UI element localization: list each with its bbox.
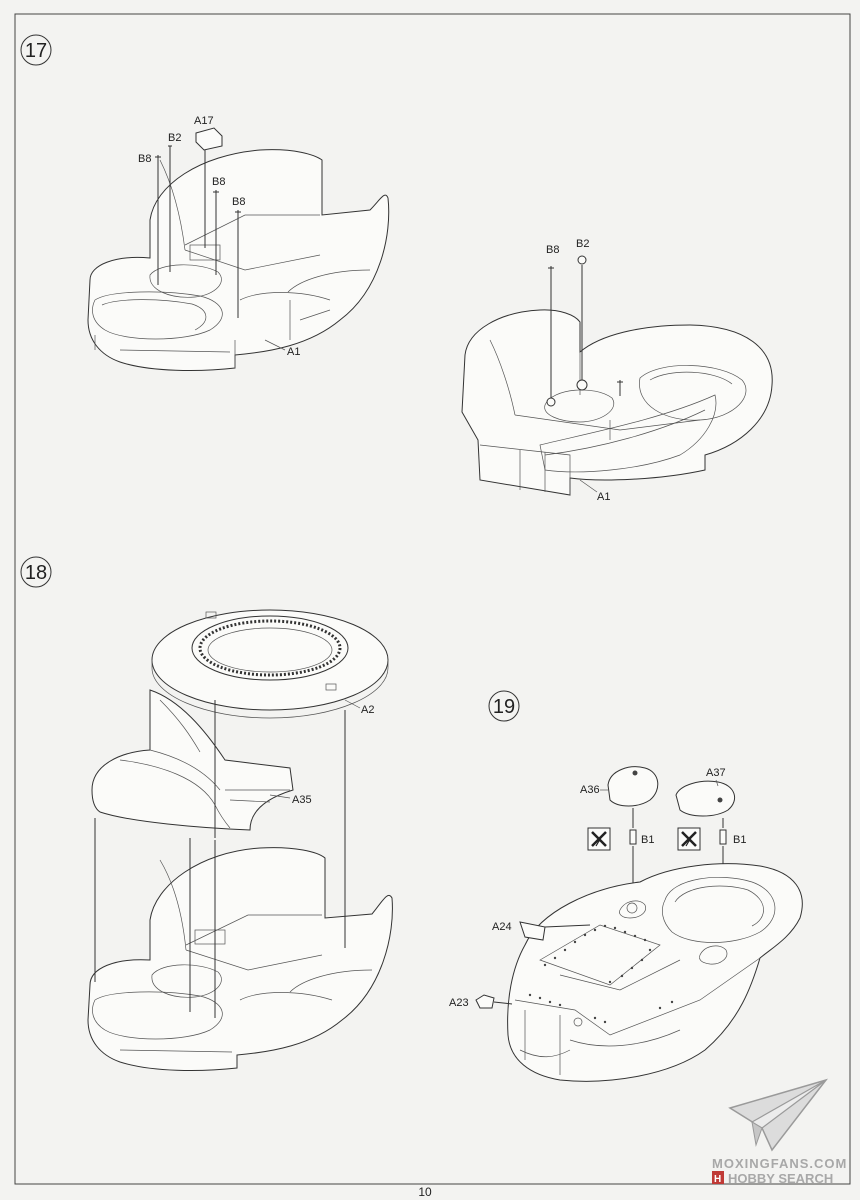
part-a17	[195, 127, 223, 151]
step-19: 19 A36 A37 B1 B1	[449, 690, 803, 1082]
part-b8	[548, 266, 554, 280]
step-number-circle	[488, 690, 520, 722]
part-label-a17: A17	[194, 115, 214, 127]
paper-plane-logo-icon	[728, 1078, 828, 1152]
part-label-a24: A24	[492, 921, 512, 933]
guide-line	[493, 1001, 513, 1005]
part-a23	[475, 994, 495, 1009]
no-glue-icon	[677, 827, 701, 851]
step-number-circle	[20, 556, 52, 588]
watermark: MOXINGFANS.COM H HOBBY SEARCH	[712, 1078, 847, 1186]
part-b2	[577, 255, 587, 265]
part-a2-turret-ring-plate	[151, 609, 389, 719]
part-label-a35: A35	[292, 794, 312, 806]
part-b2	[168, 145, 172, 160]
step-number: 18	[25, 562, 47, 584]
page-border	[14, 13, 851, 1185]
part-a37-hatch	[675, 780, 736, 817]
hobby-search-logo-icon	[712, 1171, 724, 1184]
part-label-a1: A1	[597, 491, 610, 503]
part-label-a23: A23	[449, 997, 469, 1009]
part-b1-pin	[629, 829, 637, 845]
page-number: 10	[418, 1185, 432, 1199]
part-label-a36: A36	[580, 784, 600, 796]
step-number: 17	[25, 40, 47, 62]
guide-line	[544, 924, 591, 928]
part-label-b1: B1	[733, 834, 746, 846]
part-b8	[235, 210, 241, 224]
part-label-b8: B8	[138, 153, 151, 165]
part-label-a2: A2	[361, 704, 374, 716]
upper-hull-assembly	[507, 863, 803, 1082]
part-a35-front-plate	[91, 689, 294, 831]
part-a36-hatch	[607, 766, 659, 807]
hobby-search-logo-letter: H	[714, 1174, 721, 1185]
part-label-a1: A1	[287, 346, 300, 358]
watermark-text-site: MOXINGFANS.COM	[712, 1156, 847, 1171]
part-a24	[519, 921, 546, 941]
part-b8	[213, 190, 219, 204]
no-glue-icon	[587, 827, 611, 851]
part-label-b8: B8	[546, 244, 559, 256]
hull-part-a1-step18	[87, 847, 393, 1071]
rivet-pattern	[528, 924, 674, 1024]
part-label-a37: A37	[706, 767, 726, 779]
step-number: 19	[493, 696, 515, 718]
step-number-circle	[20, 34, 52, 66]
part-label-b2: B2	[576, 238, 589, 250]
watermark-text-hobby-search: HOBBY SEARCH	[728, 1171, 833, 1186]
step-18: 18 A2 A35	[20, 556, 393, 1071]
part-b8	[155, 155, 161, 168]
part-label-b1: B1	[641, 834, 654, 846]
hull-part-a1-right	[461, 309, 773, 496]
step-17: 17 A17 B2 B8 B8 B	[20, 34, 773, 503]
part-label-b8: B8	[212, 176, 225, 188]
part-b1-pin	[719, 829, 727, 845]
part-label-b2: B2	[168, 132, 181, 144]
part-label-b8: B8	[232, 196, 245, 208]
